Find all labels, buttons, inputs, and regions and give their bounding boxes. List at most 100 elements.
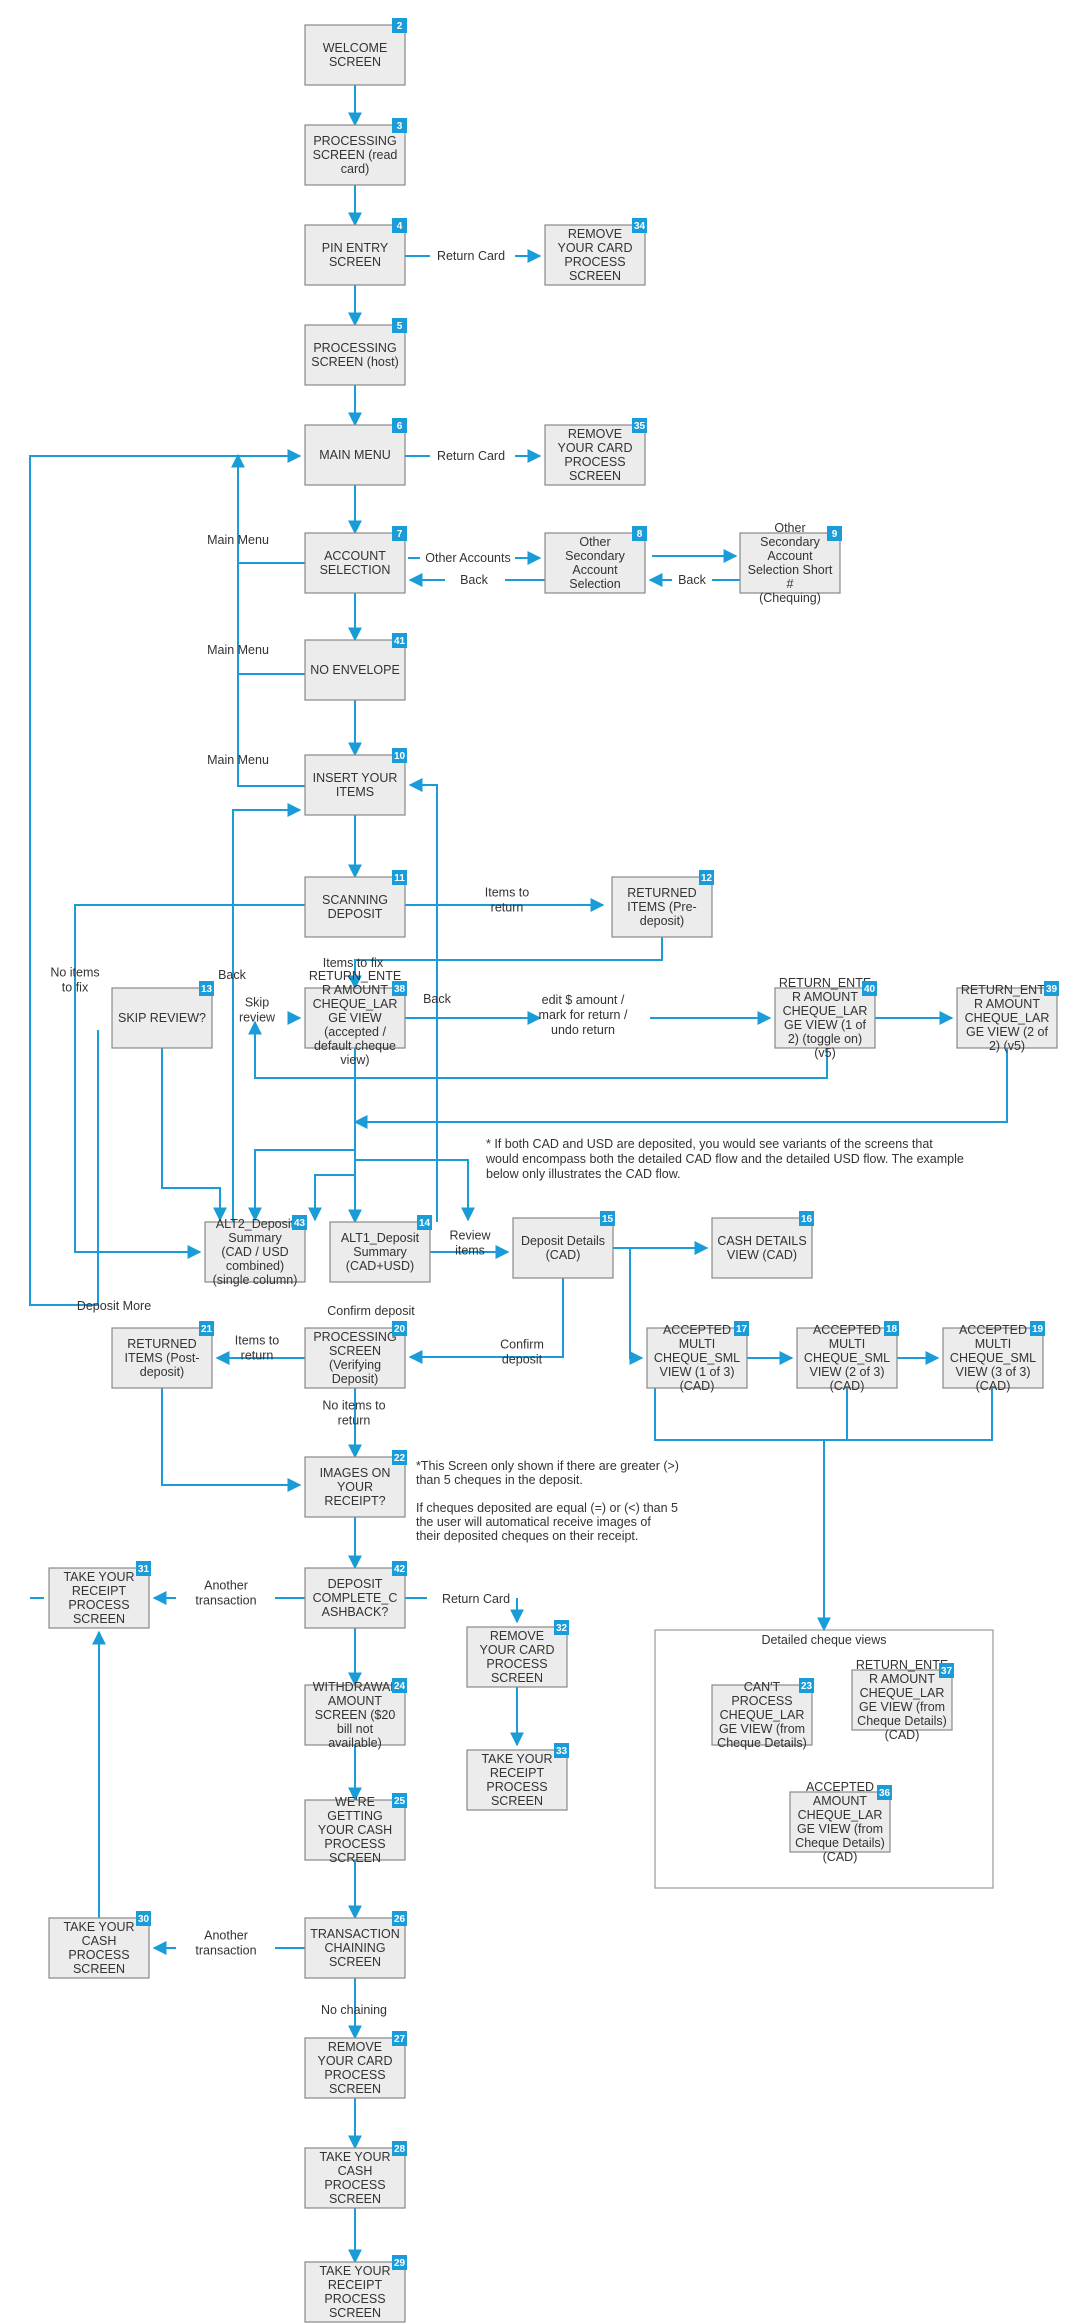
receipt-images-note: the user will automatical receive images… [416,1515,651,1529]
node-box [304,1917,406,1979]
node-label: SCREEN [329,2082,381,2096]
screen-number: 34 [634,221,646,232]
transition-label: Confirm deposit [327,1304,415,1318]
screen-number: 25 [394,1796,406,1807]
flow-connector [408,1278,564,1364]
screen-number: 20 [394,1324,406,1335]
screen-number: 31 [138,1564,150,1575]
screen-number-badge [392,870,407,885]
screen-number-badge [600,1211,615,1226]
node-label: ASHBACK? [322,1605,389,1619]
node-box [646,1327,748,1389]
screen-number: 29 [394,2258,406,2269]
node-label: SCREEN [73,1612,125,1626]
node-label: DEPOSIT [328,1577,383,1591]
node-label: RECEIPT [328,2278,383,2292]
node-label: TAKE YOUR [481,1752,552,1766]
node-label: DEPOSIT [328,907,383,921]
node-label: REMOVE [568,227,622,241]
flow-connector [353,1048,1008,1129]
flow-connector [348,937,663,990]
receipt-images-note: *This Screen only shown if there are gre… [416,1459,679,1473]
node-label: PROCESS [68,1598,129,1612]
node-box [774,987,876,1049]
usd-flow-note: below only illustrates the CAD flow. [486,1167,681,1181]
screen-number-badge [392,748,407,763]
node-label: (Verifying [329,1358,381,1372]
node-box [304,2147,406,2209]
screen-number-badge [392,526,407,541]
node-label: PROCESS [324,2292,385,2306]
node-label: TRANSACTION [310,1927,400,1941]
transition-label: Return Card [442,1592,510,1606]
transition-label: No chaining [321,2003,387,2017]
node-label: REMOVE [328,2040,382,2054]
node-box [304,2261,406,2323]
screen-number: 23 [801,1681,813,1692]
flow-connector [161,1388,302,1492]
node-box [111,987,213,1049]
screen-number-badge [392,118,407,133]
node-box [304,1456,406,1518]
screen-number-badge [632,218,647,233]
node-label: SCREEN [329,1851,381,1865]
flow-connector [408,778,438,1222]
screen-number: 10 [394,751,406,762]
screen-number: 9 [832,529,838,540]
transition-label: to fix [62,981,89,995]
node-label: VIEW (2 of 3) [809,1365,884,1379]
node-box [304,324,406,386]
node-label: GE VIEW (1 of [784,1018,866,1032]
screen-number-badge [939,1663,954,1678]
screen-node-15: Deposit Details(CAD)15 [512,1211,615,1279]
transition-label: No items [50,966,99,980]
node-label: SCREEN [569,469,621,483]
node-box [304,532,406,594]
node-label: INSERT YOUR [313,771,398,785]
node-label: bill not [337,1722,374,1736]
transition-label: Items to [235,1334,280,1348]
node-label: CHEQUE_LAR [720,1708,805,1722]
transition-label: items [455,1244,485,1258]
flow-connector [308,1174,355,1222]
transition-label: mark for return / [539,1008,628,1022]
node-label: SCREEN ($20 [315,1708,396,1722]
node-box [789,1791,891,1853]
node-label: CAN'T [744,1680,781,1694]
node-label: deposit) [140,1365,184,1379]
node-label: CHAINING [324,1941,385,1955]
node-label: NO ENVELOPE [310,663,400,677]
screen-number: 13 [201,984,213,995]
flow-connector [618,1247,644,1365]
node-box [711,1684,813,1746]
node-label: TAKE YOUR [319,2150,390,2164]
screen-number-badge [392,418,407,433]
screen-number-badge [417,1215,432,1230]
node-label: WELCOME [323,41,388,55]
node-label: (CAD) [885,1728,920,1742]
node-label: (single column) [213,1273,298,1287]
receipt-images-note: their deposited cheques on their receipt… [416,1529,638,1543]
flow-connector [248,1149,355,1222]
flow-connector [355,1159,475,1222]
node-label: PIN ENTRY [322,241,389,255]
transition-label: transaction [195,1944,256,1958]
screen-number: 22 [394,1453,406,1464]
screen-number: 30 [138,1914,150,1925]
node-box [48,1917,150,1979]
node-label: PROCESS [68,1948,129,1962]
transition-label: Back [460,573,489,587]
node-box [304,639,406,701]
node-label: Other [774,521,805,535]
transition-label: return [491,901,524,915]
node-label: IMAGES ON [320,1466,391,1480]
